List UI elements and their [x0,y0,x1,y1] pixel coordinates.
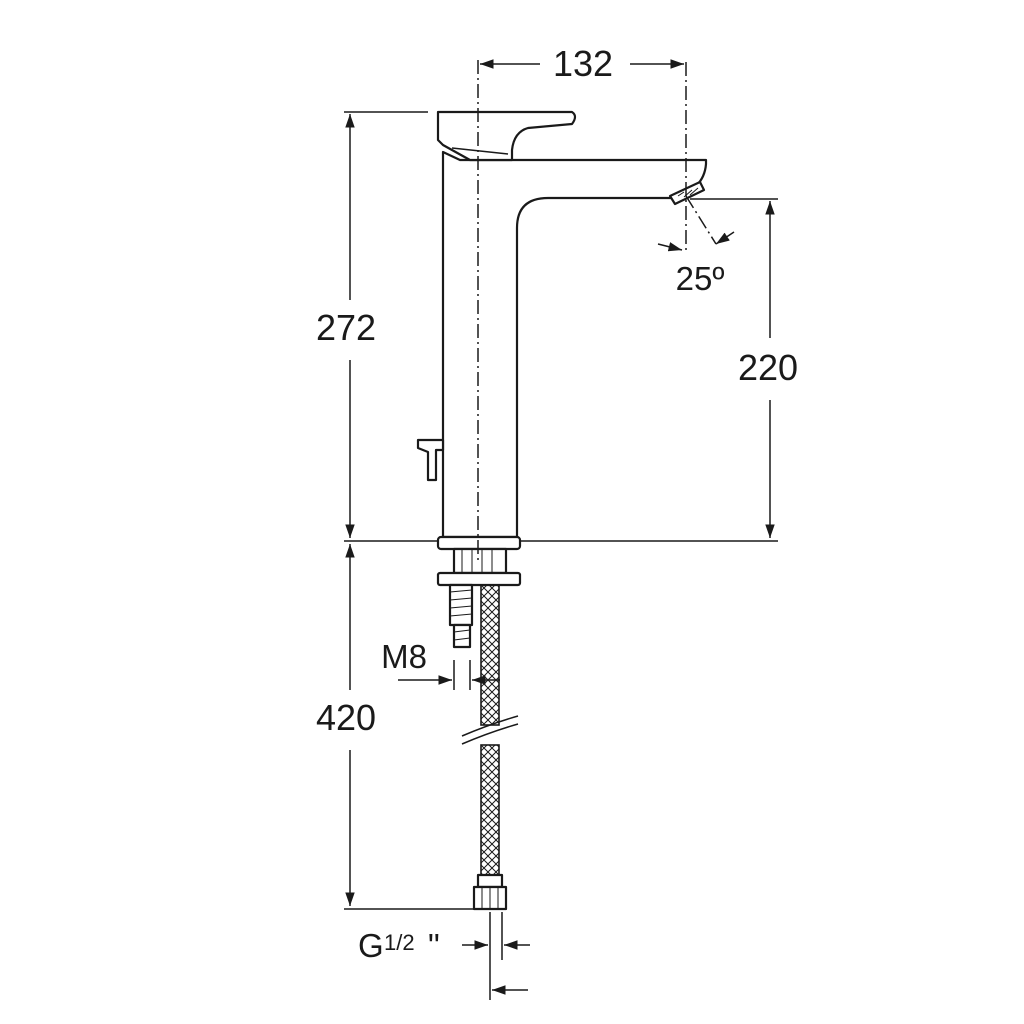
dimension-lines [344,59,778,1000]
hose-connection-main: G [358,927,384,964]
center-lines [477,60,717,560]
flex-hose [461,584,519,911]
hose-connection-fraction: 1/2 [384,930,415,955]
dimension-label-spout-height: 220 [738,347,798,388]
faucet-body [416,110,708,551]
dimension-label-spray-angle: 25º [676,260,725,297]
dimension-label-spout-reach: 132 [553,43,613,84]
dimension-label-total-height: 272 [316,307,376,348]
hose-connection-unit: " [428,927,440,964]
dimension-label-hose-connection: G 1/2 " [358,927,440,964]
dimension-label-hose-length: 420 [316,697,376,738]
mounting-hardware [436,547,522,649]
dimension-label-stud-thread: M8 [381,638,427,675]
